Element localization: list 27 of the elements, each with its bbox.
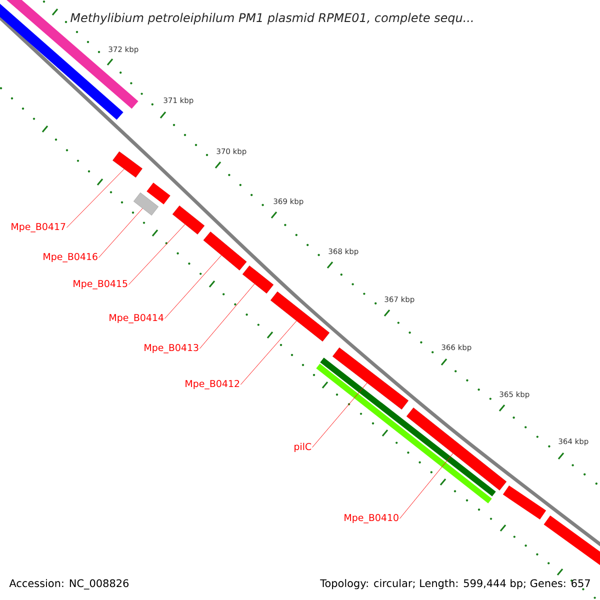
gene-label: Mpe_B0410 bbox=[344, 514, 398, 524]
gene-label: Mpe_B0415 bbox=[74, 280, 128, 290]
gene-bar bbox=[332, 348, 409, 410]
gene-label: Mpe_B0413 bbox=[144, 344, 198, 354]
leader-line bbox=[98, 208, 143, 258]
gene-bar bbox=[270, 292, 330, 342]
gene-label: Mpe_B0414 bbox=[110, 314, 164, 324]
gene-bar bbox=[242, 266, 274, 294]
gene-bar bbox=[112, 151, 142, 178]
footer-text: Accession: NC_008826 bbox=[9, 579, 129, 590]
leader-line bbox=[164, 255, 222, 319]
gene-bar bbox=[133, 192, 159, 216]
gene-bar bbox=[203, 232, 247, 270]
leader-line bbox=[312, 382, 368, 448]
gene-bar bbox=[172, 206, 205, 234]
title: Methylibium petroleiphilum PM1 plasmid RPME01, complete sequ... bbox=[70, 12, 473, 24]
leader-line bbox=[66, 168, 124, 228]
gene-label: Mpe_B0416 bbox=[44, 252, 98, 262]
leader-line bbox=[240, 320, 297, 385]
footer-text: Topology: circular; Length: 599,444 bp; Genes: 657 bbox=[320, 579, 590, 590]
leader-line bbox=[199, 284, 255, 349]
gene-label: pilC bbox=[294, 442, 312, 452]
gene-bar bbox=[406, 408, 507, 490]
gene-label: Mpe_B0412 bbox=[186, 380, 240, 390]
leader-line bbox=[399, 453, 454, 519]
leader-line bbox=[128, 224, 186, 285]
gene-label: Mpe_B0417 bbox=[12, 222, 66, 232]
